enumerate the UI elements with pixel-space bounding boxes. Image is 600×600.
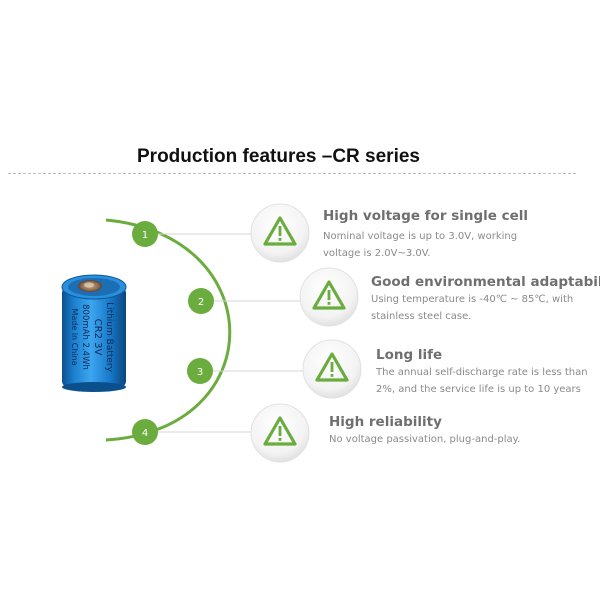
warning-triangle-icon (302, 339, 362, 399)
svg-text:2: 2 (198, 297, 204, 308)
marker-2: 2 (188, 288, 214, 314)
title-divider (8, 173, 576, 174)
svg-text:800mAh 2.4Wh: 800mAh 2.4Wh (80, 304, 90, 370)
svg-text:3: 3 (197, 367, 203, 378)
warning-triangle-icon (299, 267, 359, 327)
svg-text:Made in China: Made in China (70, 308, 79, 365)
feature-desc-2: Using temperature is -40℃ ~ 85℃, with st… (371, 291, 573, 325)
feature-title-4: High reliability (329, 414, 442, 430)
feature-desc-1: Nominal voltage is up to 3.0V, working v… (323, 228, 517, 262)
feature-title-2: Good environmental adaptability (371, 274, 600, 290)
warning-triangle-icon (250, 203, 310, 263)
feature-desc-3-line-2: 2%, and the service life is up to 10 yea… (376, 384, 581, 395)
feature-desc-1-line-1: Nominal voltage is up to 3.0V, working (323, 231, 518, 242)
marker-3: 3 (187, 358, 213, 384)
svg-text:Lithium Battery: Lithium Battery (104, 302, 114, 373)
feature-desc-2-line-2: stainless steel case. (371, 311, 472, 322)
battery-image: Lithium Battery CR2 3V 800mAh 2.4Wh Made… (61, 274, 127, 392)
feature-desc-3: The annual self-discharge rate is less t… (376, 364, 588, 398)
warning-triangle-icon (250, 403, 310, 463)
svg-text:4: 4 (142, 428, 148, 439)
page-title: Production features –CR series (137, 146, 420, 167)
feature-desc-3-line-1: The annual self-discharge rate is less t… (376, 367, 588, 378)
feature-desc-1-line-2: voltage is 2.0V~3.0V. (323, 248, 431, 259)
feature-title-3: Long life (376, 347, 443, 363)
feature-title-1: High voltage for single cell (323, 208, 529, 224)
feature-desc-4-line-1: No voltage passivation, plug-and-play. (329, 434, 521, 445)
connector-arc (105, 218, 232, 442)
feature-desc-4: No voltage passivation, plug-and-play. (329, 431, 520, 448)
marker-4: 4 (132, 419, 158, 445)
feature-desc-2-line-1: Using temperature is -40℃ ~ 85℃, with (371, 294, 574, 305)
marker-1: 1 (132, 221, 158, 247)
svg-text:1: 1 (142, 230, 148, 241)
svg-text:CR2 3V: CR2 3V (92, 319, 103, 356)
